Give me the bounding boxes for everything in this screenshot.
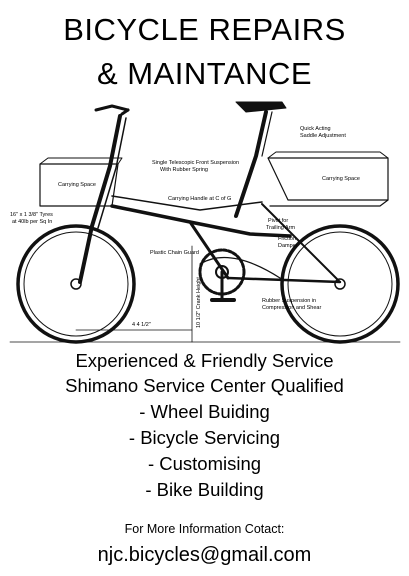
annotation-rubber-suspension-2: Compression and Shear	[262, 305, 321, 311]
service-line-4: - Bicycle Servicing	[128, 427, 281, 448]
annotation-saddle-adjust-2: Saddle Adjustment	[300, 133, 346, 139]
annotation-tyre-2: at 40lb per Sq In	[12, 219, 52, 225]
service-line-3: - Wheel Buiding	[139, 401, 270, 422]
contact-prompt: For More Information Cotact:	[124, 522, 285, 536]
rear-wheel	[280, 224, 400, 344]
annotation-tyre-1: 16" x 1 3/8" Tyres	[10, 212, 53, 218]
annotation-carrying-space-front: Carrying Space	[58, 182, 96, 188]
dimension-lines	[9, 245, 401, 343]
annotation-pivot-2: Trailing Arm	[266, 225, 296, 231]
annotation-rubber-suspension-1: Rubber Suspension in	[262, 298, 316, 304]
annotation-carrying-handle: Carrying Handle at C of G	[168, 196, 231, 202]
service-line-2: Shimano Service Center Qualified	[65, 375, 344, 396]
poster-title-line-1: BICYCLE REPAIRS	[63, 12, 346, 47]
annotation-saddle-adjust-1: Quick Acting	[300, 126, 331, 132]
annotation-friction-1: Friction	[278, 236, 296, 242]
service-line-5: - Customising	[147, 453, 262, 474]
annotation-friction-2: Damper	[278, 243, 298, 249]
front-wheel	[16, 224, 136, 344]
annotation-front-suspension-2: With Rubber Spring	[160, 167, 208, 173]
contact-email: njc.bicycles@gmail.com	[97, 544, 312, 566]
annotation-dimension-vertical: 10 1/2" Crank Height	[196, 277, 202, 328]
annotation-pivot-1: Pivot for	[268, 218, 288, 224]
diagram-annotations: Carrying Space Carrying Space Single Tel…	[10, 126, 360, 328]
annotation-chain-guard: Plastic Chain Guard	[150, 250, 199, 256]
handlebar-and-fork	[78, 104, 130, 284]
main-frame	[110, 195, 389, 284]
service-line-1: Experienced & Friendly Service	[75, 350, 334, 371]
saddle-and-seatpost	[234, 101, 287, 218]
annotation-front-suspension-1: Single Telescopic Front Suspension	[152, 160, 239, 166]
service-line-6: - Bike Building	[145, 479, 264, 500]
bicycle-technical-drawing: Carrying Space Carrying Space Single Tel…	[9, 101, 401, 344]
annotation-carrying-space-rear: Carrying Space	[322, 176, 360, 182]
chainring-and-crank	[198, 248, 281, 302]
poster-title-line-2: & MAINTANCE	[96, 56, 313, 91]
annotation-dimension-bottom: 4 4 1/2"	[132, 322, 151, 328]
